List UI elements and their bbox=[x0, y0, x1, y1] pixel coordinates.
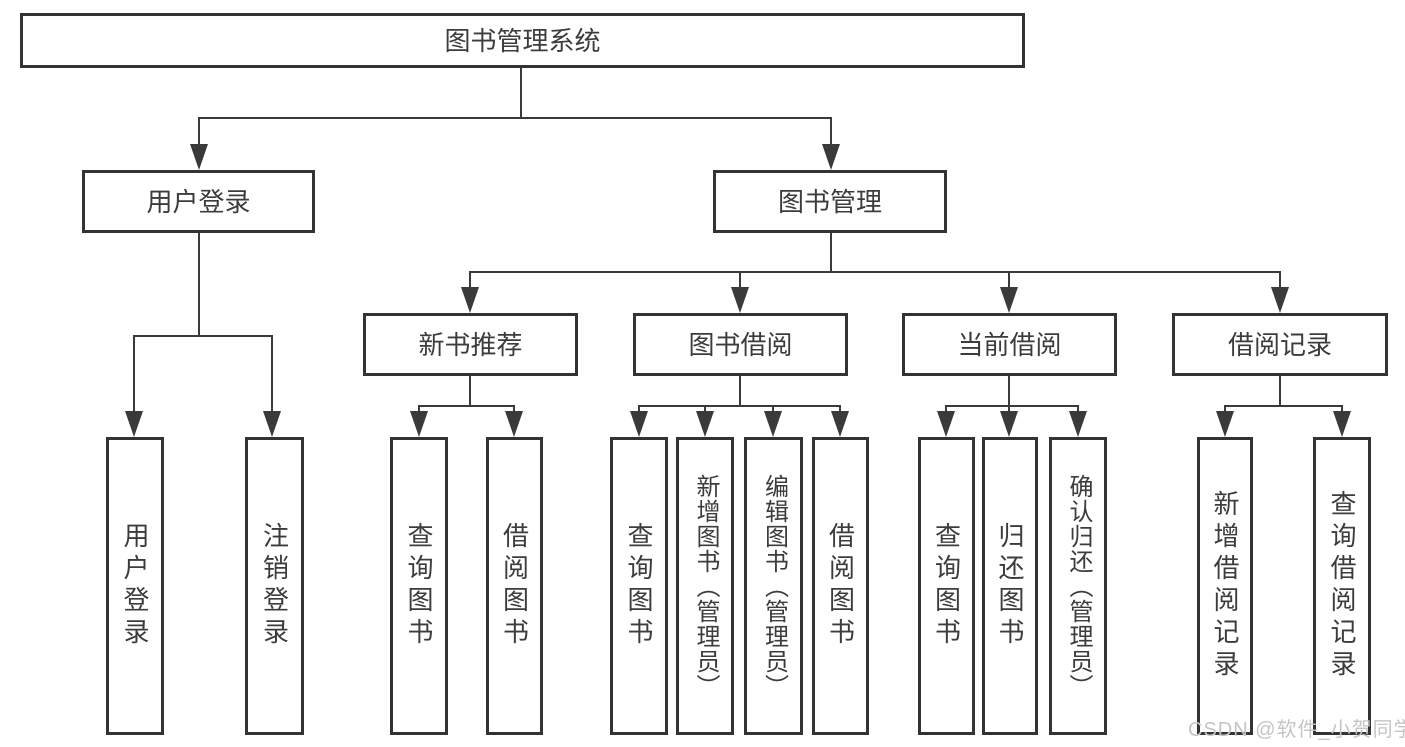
leaf-edit-book-admin: 编辑图书（管理员） bbox=[744, 437, 803, 735]
node-user-login: 用户登录 bbox=[82, 170, 315, 233]
arrow-down-icon bbox=[630, 411, 648, 437]
connector-line bbox=[198, 233, 200, 337]
arrow-down-icon bbox=[1216, 411, 1234, 437]
leaf-add-book-admin: 新增图书（管理员） bbox=[676, 437, 734, 735]
connector-line bbox=[198, 117, 832, 119]
arrow-down-icon bbox=[125, 411, 143, 437]
node-library-system: 图书管理系统 bbox=[20, 13, 1025, 68]
connector-line bbox=[271, 335, 273, 417]
connector-line bbox=[739, 376, 741, 407]
connector-line bbox=[469, 271, 471, 293]
connector-line bbox=[1279, 271, 1281, 293]
leaf-user-login: 用户登录 bbox=[106, 437, 164, 735]
arrow-down-icon bbox=[1000, 287, 1018, 313]
node-book-management: 图书管理 bbox=[713, 170, 947, 233]
leaf-query-book-recommend: 查询图书 bbox=[390, 437, 448, 735]
connector-line bbox=[1008, 271, 1010, 293]
arrow-down-icon bbox=[831, 411, 849, 437]
arrow-down-icon bbox=[410, 411, 428, 437]
arrow-down-icon bbox=[1333, 411, 1351, 437]
arrow-down-icon bbox=[505, 411, 523, 437]
leaf-query-book-borrow: 查询图书 bbox=[610, 437, 668, 735]
watermark: CSDN @软件_小贺同学 bbox=[1188, 719, 1405, 741]
connector-line bbox=[418, 405, 515, 407]
leaf-return-book: 归还图书 bbox=[982, 437, 1038, 735]
connector-line bbox=[469, 376, 471, 407]
arrow-down-icon bbox=[822, 144, 840, 170]
leaf-query-borrow-record: 查询借阅记录 bbox=[1313, 437, 1371, 735]
connector-line bbox=[1008, 376, 1010, 407]
leaf-logout-login: 注销登录 bbox=[245, 437, 304, 735]
leaf-borrow-book: 借阅图书 bbox=[812, 437, 869, 735]
connector-line bbox=[198, 117, 200, 150]
arrow-down-icon bbox=[731, 287, 749, 313]
connector-line bbox=[739, 271, 741, 293]
connector-line bbox=[830, 233, 832, 273]
arrow-down-icon bbox=[696, 411, 714, 437]
arrow-down-icon bbox=[1271, 287, 1289, 313]
connector-line bbox=[1279, 376, 1281, 407]
arrow-down-icon bbox=[461, 287, 479, 313]
leaf-confirm-return-admin: 确认归还（管理员） bbox=[1049, 437, 1107, 735]
node-borrow-record: 借阅记录 bbox=[1172, 313, 1388, 376]
arrow-down-icon bbox=[1069, 411, 1087, 437]
arrow-down-icon bbox=[937, 411, 955, 437]
arrow-down-icon bbox=[190, 144, 208, 170]
connector-line bbox=[520, 68, 522, 118]
connector-line bbox=[133, 335, 135, 417]
node-current-borrow: 当前借阅 bbox=[902, 313, 1117, 376]
connector-line bbox=[945, 405, 1079, 407]
node-new-book-recommend: 新书推荐 bbox=[363, 313, 578, 376]
arrow-down-icon bbox=[263, 411, 281, 437]
connector-line bbox=[469, 271, 1281, 273]
connector-line bbox=[133, 335, 273, 337]
node-book-borrow: 图书借阅 bbox=[633, 313, 848, 376]
connector-line bbox=[638, 405, 841, 407]
arrow-down-icon bbox=[764, 411, 782, 437]
leaf-borrow-book-recommend: 借阅图书 bbox=[486, 437, 543, 735]
leaf-add-borrow-record: 新增借阅记录 bbox=[1197, 437, 1253, 735]
connector-line bbox=[1224, 405, 1343, 407]
connector-line bbox=[830, 117, 832, 150]
leaf-query-book-current: 查询图书 bbox=[918, 437, 975, 735]
arrow-down-icon bbox=[1000, 411, 1018, 437]
